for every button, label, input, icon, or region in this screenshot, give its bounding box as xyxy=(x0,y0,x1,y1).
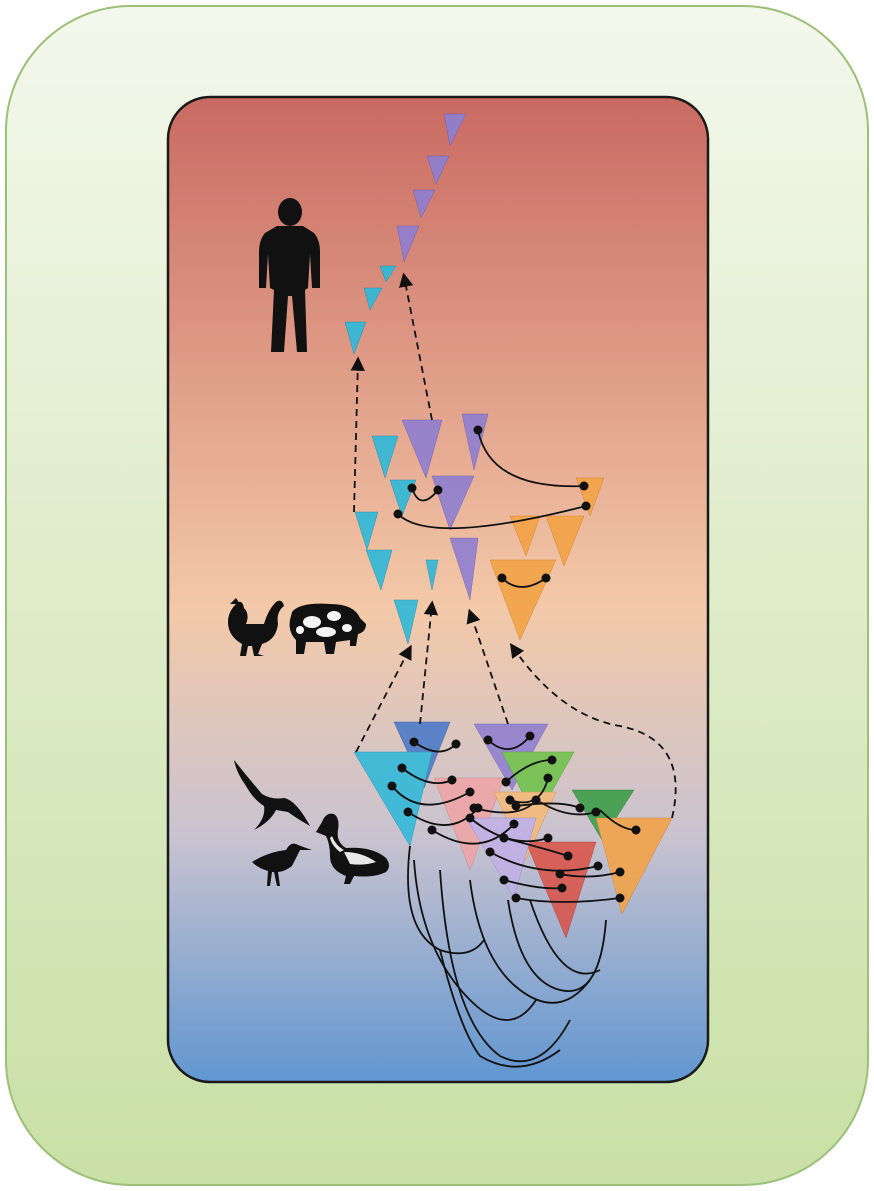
inner-panel xyxy=(168,97,708,1082)
